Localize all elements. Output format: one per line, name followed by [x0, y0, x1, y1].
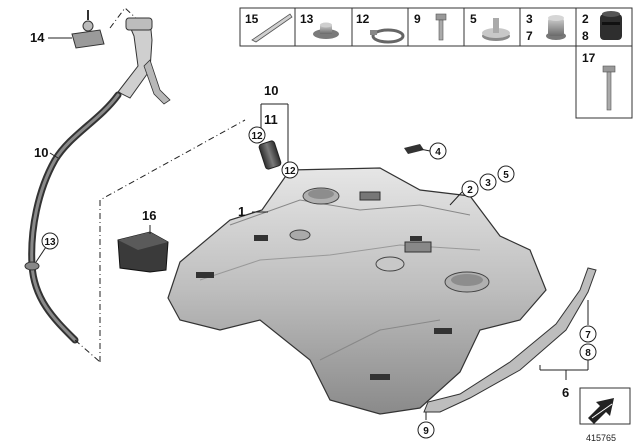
table-label-12: 12 — [356, 12, 370, 26]
table-label-13: 13 — [300, 12, 314, 26]
callout-12-bottom: 12 — [284, 166, 296, 177]
callout-3: 3 — [485, 178, 491, 189]
callout-13: 13 — [44, 237, 56, 248]
table-cell-13: 13 — [300, 12, 339, 39]
callout-11: 11 — [264, 112, 278, 127]
table-label-2: 2 — [582, 12, 589, 26]
filler-neck — [117, 19, 153, 99]
bracket-part-16 — [117, 231, 169, 273]
parts-table: 15 13 12 9 — [239, 7, 633, 119]
long-bolt-icon — [602, 65, 616, 111]
table-label-9: 9 — [414, 12, 421, 26]
circled-callout-12-top: 12 — [248, 126, 266, 144]
pad-part-4 — [404, 144, 424, 154]
orientation-box — [579, 387, 631, 425]
circled-callout-13: 13 — [41, 232, 59, 250]
table-label-7: 7 — [526, 29, 533, 43]
table-cell-3-7: 3 7 — [526, 12, 566, 43]
rubber-buffer-icon — [482, 18, 510, 41]
table-label-17: 17 — [582, 51, 596, 65]
callout-4: 4 — [435, 147, 441, 158]
callout-2: 2 — [467, 185, 473, 196]
callout-9: 9 — [423, 426, 429, 437]
table-label-8: 8 — [582, 29, 589, 43]
table-label-3: 3 — [526, 12, 533, 26]
callout-16: 16 — [142, 208, 156, 223]
fuel-tank — [167, 167, 547, 415]
callout-7: 7 — [585, 330, 591, 341]
hose-sleeve-part-11 — [258, 140, 282, 170]
circled-callout-2: 2 — [461, 180, 479, 198]
filler-pipe-assembly — [24, 7, 246, 363]
table-label-5: 5 — [470, 12, 477, 26]
circled-callout-7: 7 — [579, 325, 597, 343]
circled-callout-5: 5 — [497, 165, 515, 183]
callout-6: 6 — [562, 385, 569, 400]
callout-1: 1 — [238, 204, 245, 219]
callout-12-top: 12 — [251, 131, 263, 142]
circled-callout-8: 8 — [579, 343, 597, 361]
table-label-15: 15 — [245, 12, 259, 26]
table-cell-2-8: 2 8 — [582, 11, 622, 43]
table-cell-5: 5 — [470, 12, 510, 41]
bush-icon — [546, 15, 566, 40]
hose-clamp-icon — [370, 28, 405, 44]
callout-10-group: 10 — [264, 83, 278, 98]
table-cell-15: 15 — [245, 12, 293, 43]
hex-bolt-icon — [435, 13, 447, 41]
circled-callout-9: 9 — [417, 421, 435, 439]
valve-part-14 — [71, 10, 105, 49]
rubber-strip-icon — [251, 13, 293, 43]
callout-10-hose: 10 — [34, 145, 48, 160]
rubber-grommet-icon — [313, 22, 339, 39]
circled-callout-3: 3 — [479, 173, 497, 191]
damper-icon — [600, 11, 622, 40]
callout-14: 14 — [30, 30, 45, 45]
circled-callout-4: 4 — [429, 142, 447, 160]
callout-5: 5 — [503, 170, 509, 181]
callout-8: 8 — [585, 348, 591, 359]
direction-arrow-icon — [588, 398, 614, 424]
tank-strap-part-6 — [423, 267, 597, 413]
table-cell-12: 12 — [356, 12, 405, 44]
diagram-number: 415765 — [586, 433, 616, 443]
table-cell-9: 9 — [414, 12, 447, 41]
table-cell-17: 17 — [582, 51, 616, 111]
circled-callout-12-bottom: 12 — [281, 161, 299, 179]
